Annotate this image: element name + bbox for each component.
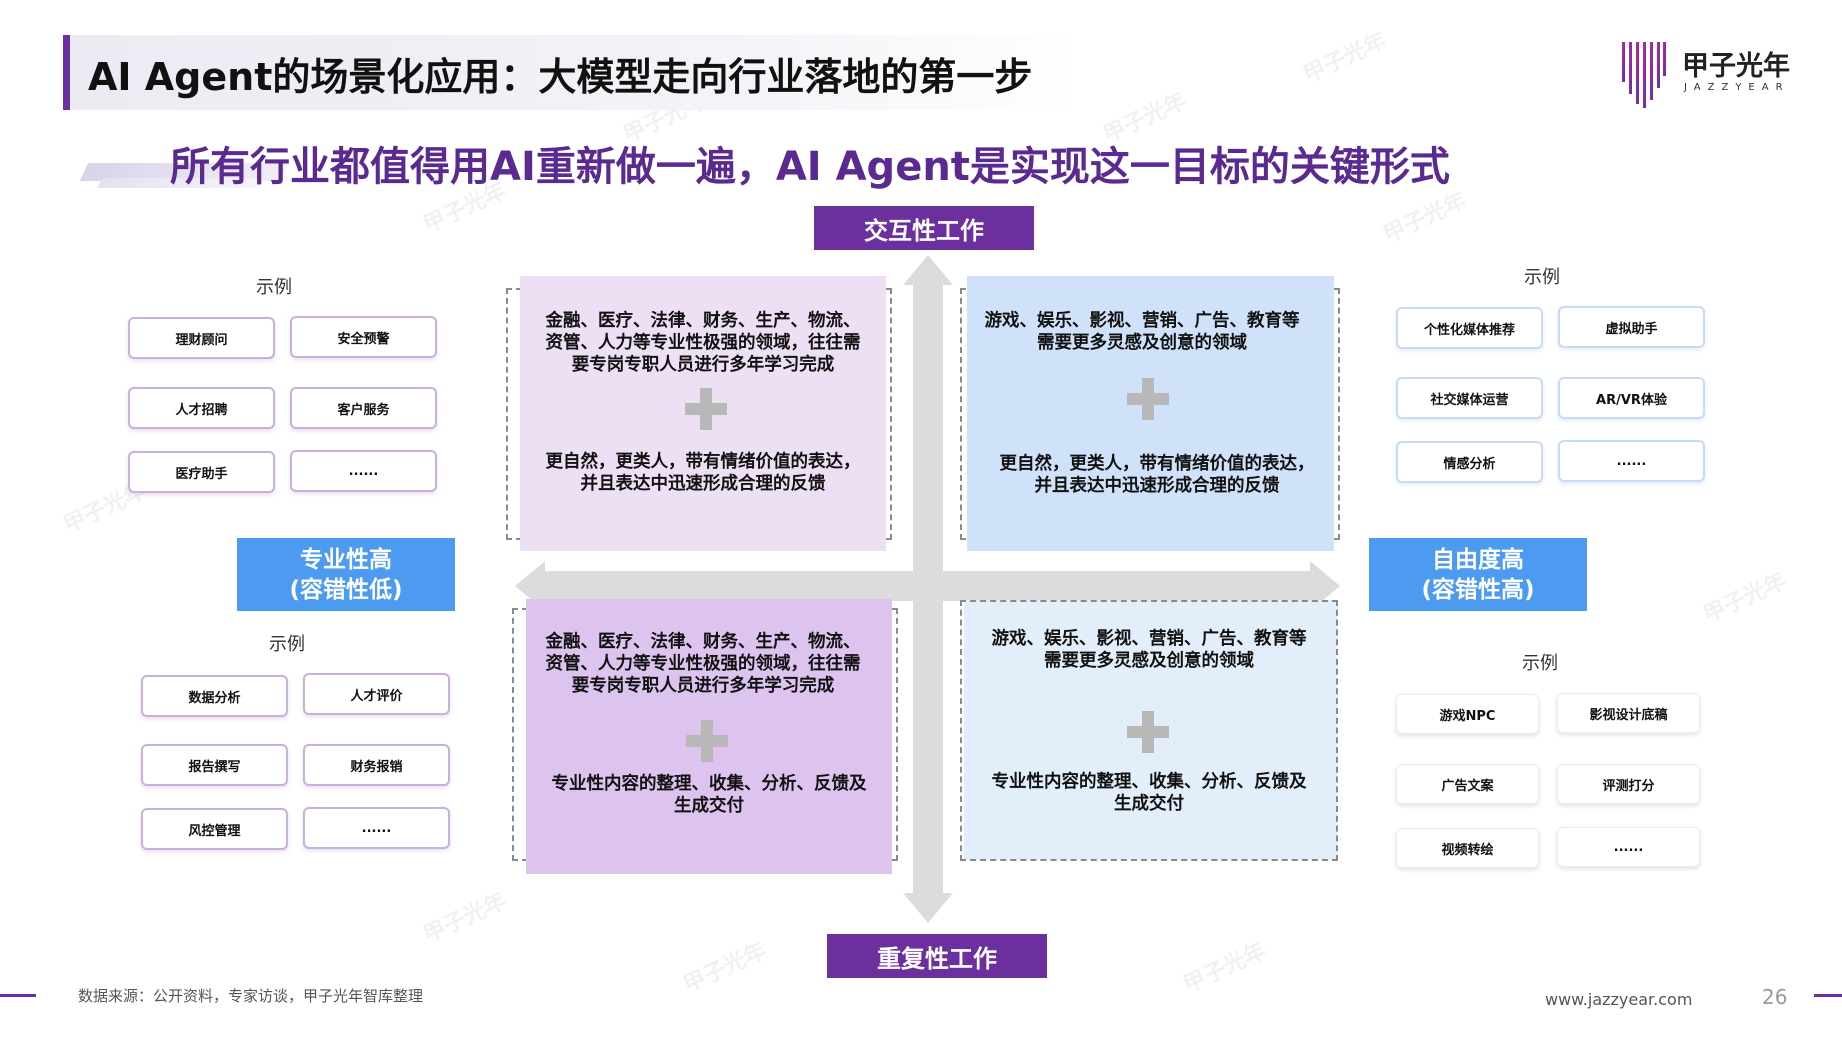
- example-chip: ......: [1557, 827, 1700, 867]
- quadrant-bottom-left-capability: 专业性内容的整理、收集、分析、反馈及生成交付: [551, 774, 867, 816]
- example-chip: 视频转绘: [1396, 828, 1539, 868]
- quadrant-top-right-capability: 更自然，更类人，带有情绪价值的表达，并且表达中迅速形成合理的反馈: [999, 454, 1315, 496]
- example-chip: AR/VR体验: [1558, 377, 1705, 419]
- example-chip: 游戏NPC: [1396, 694, 1539, 734]
- plus-icon: [685, 388, 727, 430]
- example-chip: 情感分析: [1396, 441, 1543, 483]
- example-chip: 个性化媒体推荐: [1396, 307, 1543, 349]
- plus-icon: [1127, 378, 1169, 420]
- quadrant-bottom-right-capability: 专业性内容的整理、收集、分析、反馈及生成交付: [991, 772, 1307, 814]
- quadrant-top-left-scenario: 金融、医疗、法律、财务、生产、物流、资管、人力等专业性极强的领域，往往需要专岗专…: [545, 311, 861, 375]
- examples-label: 示例: [269, 634, 305, 655]
- right-axis-label-line2: (容错性高): [1421, 576, 1535, 603]
- example-chip: 医疗助手: [128, 451, 275, 493]
- example-chip: 安全预警: [290, 316, 437, 358]
- page-title: AI Agent的场景化应用：大模型走向行业落地的第一步: [88, 55, 1033, 99]
- watermark: 甲子光年: [1299, 28, 1391, 89]
- title-bar: [63, 35, 1083, 110]
- example-chip: ......: [1558, 440, 1705, 482]
- example-chip: 社交媒体运营: [1396, 377, 1543, 419]
- watermark: 甲子光年: [1699, 568, 1791, 629]
- page-number: 26: [1762, 985, 1788, 1009]
- quadrant-bottom-left-scenario: 金融、医疗、法律、财务、生产、物流、资管、人力等专业性极强的领域，往往需要专岗专…: [545, 632, 861, 696]
- data-source: 数据来源：公开资料，专家访谈，甲子光年智库整理: [78, 987, 424, 1005]
- brand-logo: 甲子光年 JAZZYEAR: [1620, 38, 1790, 108]
- watermark: 甲子光年: [419, 888, 511, 949]
- examples-label: 示例: [1522, 653, 1558, 674]
- quadrant-top-left: 金融、医疗、法律、财务、生产、物流、资管、人力等专业性极强的领域，往往需要专岗专…: [520, 276, 886, 551]
- quadrant-bottom-left: 金融、医疗、法律、财务、生产、物流、资管、人力等专业性极强的领域，往往需要专岗专…: [526, 599, 892, 874]
- example-chip: 评测打分: [1557, 764, 1700, 804]
- example-chip: 影视设计底稿: [1557, 693, 1700, 733]
- quadrant-top-right-scenario: 游戏、娱乐、影视、营销、广告、教育等需要更多灵感及创意的领域: [984, 311, 1300, 353]
- vertical-axis-arrow-down: [903, 893, 953, 923]
- logo-mark-icon: [1622, 42, 1666, 108]
- watermark: 甲子光年: [1379, 188, 1471, 249]
- top-axis-label: 交互性工作: [814, 206, 1034, 250]
- example-chip: 客户服务: [290, 387, 437, 429]
- example-chip: ......: [303, 807, 450, 849]
- example-chip: 数据分析: [141, 675, 288, 717]
- left-axis-label: 专业性高 (容错性低): [237, 538, 455, 611]
- quadrant-top-left-capability: 更自然，更类人，带有情绪价值的表达，并且表达中迅速形成合理的反馈: [545, 452, 861, 494]
- logo-subtext: JAZZYEAR: [1684, 82, 1790, 93]
- example-chip: 理财顾问: [128, 317, 275, 359]
- plus-icon: [1127, 711, 1169, 753]
- right-axis-label: 自由度高 (容错性高): [1369, 538, 1587, 611]
- example-chip: 广告文案: [1396, 764, 1539, 804]
- example-chip: 人才评价: [303, 673, 450, 715]
- footer-accent-line: [1814, 994, 1842, 997]
- website-url: www.jazzyear.com: [1545, 990, 1693, 1009]
- logo-text: 甲子光年: [1682, 51, 1790, 82]
- examples-label: 示例: [256, 277, 292, 298]
- example-chip: ......: [290, 450, 437, 492]
- examples-label: 示例: [1524, 267, 1560, 288]
- watermark: 甲子光年: [1179, 938, 1271, 999]
- left-axis-label-line2: (容错性低): [289, 576, 403, 603]
- left-axis-label-line1: 专业性高: [300, 546, 392, 573]
- vertical-axis-arrow-up: [903, 255, 953, 285]
- axis-arrows: [515, 255, 1340, 923]
- quadrant-bottom-right-scenario: 游戏、娱乐、影视、营销、广告、教育等需要更多灵感及创意的领域: [991, 629, 1307, 671]
- example-chip: 风控管理: [141, 808, 288, 850]
- horizontal-axis: [541, 571, 1313, 601]
- bottom-axis-label: 重复性工作: [827, 934, 1047, 978]
- horizontal-axis-arrow-left: [515, 561, 545, 611]
- quadrant-top-right: 游戏、娱乐、影视、营销、广告、教育等需要更多灵感及创意的领域 更自然，更类人，带…: [967, 276, 1334, 551]
- example-chip: 人才招聘: [128, 387, 275, 429]
- page-subtitle: 所有行业都值得用AI重新做一遍，AI Agent是实现这一目标的关键形式: [170, 144, 1450, 190]
- example-chip: 报告撰写: [141, 744, 288, 786]
- quadrant-bottom-right-border: [960, 600, 1338, 861]
- plus-icon: [686, 720, 728, 762]
- footer-accent-line: [0, 994, 36, 997]
- example-chip: 虚拟助手: [1558, 306, 1705, 348]
- right-axis-label-line1: 自由度高: [1432, 546, 1524, 573]
- watermark: 甲子光年: [679, 938, 771, 999]
- horizontal-axis-arrow-right: [1310, 561, 1340, 611]
- example-chip: 财务报销: [303, 744, 450, 786]
